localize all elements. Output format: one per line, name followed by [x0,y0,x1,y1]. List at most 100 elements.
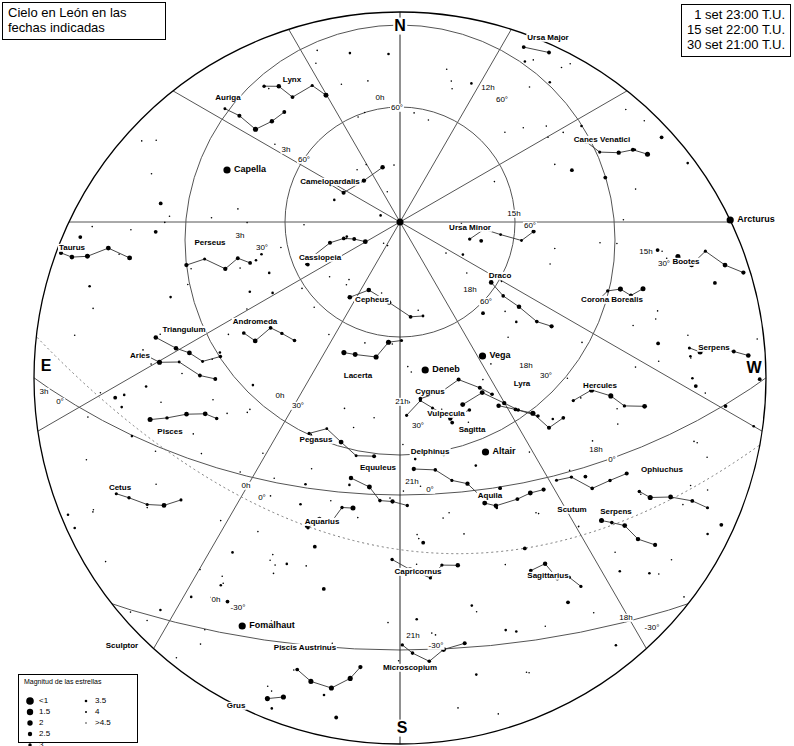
constellation-name: Hercules [582,382,618,390]
star-dot [413,112,415,114]
star-dot [704,250,707,253]
coordinate-label: 18h [462,286,477,294]
star-dot [442,517,444,519]
star-dot [334,716,338,720]
star-dot [415,618,418,621]
star-dot [411,651,415,655]
star-dot [274,564,276,566]
star-dot [306,263,310,267]
star-dot [713,281,717,285]
star-dot [569,63,571,65]
star-dot [212,399,214,401]
star-dot [428,119,430,121]
coordinate-label: 0° [55,398,65,406]
constellation-figure [557,474,627,489]
star-dot [687,335,689,337]
star-dot [131,435,134,438]
star-dot [688,346,691,349]
constellation-name: Sculptor [105,642,139,650]
constellation-name: Piscis Austrinus [273,644,337,652]
constellation-name: Grus [226,702,247,710]
coordinate-label: 21h [405,632,420,640]
magnitude-swatch [25,740,35,746]
star-dot [690,357,692,359]
star-dot [374,354,379,359]
star-dot [411,371,413,373]
star-dot [668,495,673,500]
star-dot [406,504,409,507]
magnitude-dot [27,709,33,715]
legend-item: 3 [25,735,43,746]
star-dot [154,335,158,339]
star-dot [308,679,313,684]
star-dot [220,520,222,522]
star-dot [705,392,707,394]
star-dot [528,491,533,496]
star-dot [561,416,565,420]
star-dot [387,191,389,193]
star-dot [179,498,182,501]
star-dot [657,310,659,312]
star-dot [501,294,505,298]
star-dot [249,409,251,411]
constellation-figure [350,290,423,317]
star-dot [538,513,540,515]
star-dot [387,245,389,247]
coordinate-label: 15h [506,210,521,218]
magnitude-swatch [81,718,91,728]
star-dot [306,526,309,529]
star-dot [632,325,634,327]
star-dot [526,672,528,674]
star-dot [490,363,492,365]
star-dot [428,660,432,664]
star-dot [608,479,611,482]
coordinate-label: 0° [607,456,617,464]
star-dot [187,351,192,356]
star-dot [489,280,494,285]
star-dot [516,408,520,412]
star-dot [660,135,664,139]
star-dot [547,51,551,55]
star-dot [475,464,478,467]
star-dot [570,168,574,172]
star-dot [523,547,527,551]
star-dot [151,173,153,175]
star-dot [502,401,506,405]
star-dot [499,233,502,236]
star-dot [490,393,494,397]
star-dot [252,384,255,387]
star-dot [181,373,183,375]
star-dot [105,561,107,563]
star-dot [758,377,762,381]
constellation-name: Pegasus [299,436,334,444]
legend-text: 3.5 [95,696,106,705]
star-dot [269,326,273,330]
star-dot [367,288,372,293]
coordinate-label: 60° [390,104,404,112]
constellation-figure [407,401,470,419]
star-dot [70,255,75,260]
constellation-name: Lacerta [343,372,373,380]
legend-box: Magnitud de las estrellas<11.522.533.54>… [18,674,138,743]
star-dot [682,504,684,506]
horizon-circle [34,12,766,744]
star-dot [686,162,689,165]
constellation-figure [156,337,221,361]
star-dot [155,139,157,141]
star-dot [468,237,471,240]
star-dot [656,248,660,252]
star-dot [86,459,88,461]
constellation-figure [297,667,360,688]
stars [59,45,762,719]
declination-circle [0,0,794,650]
star-dot [661,251,663,253]
constellation-figure [186,258,250,269]
constellation-figure [524,47,549,52]
magnitude-dot [27,720,32,725]
constellation-name: Corona Borealis [580,296,644,304]
star-dot [617,151,621,155]
star-dot [272,554,274,556]
star-dot [73,527,76,530]
box-text: 1 set 23:00 T.U. [687,8,785,23]
